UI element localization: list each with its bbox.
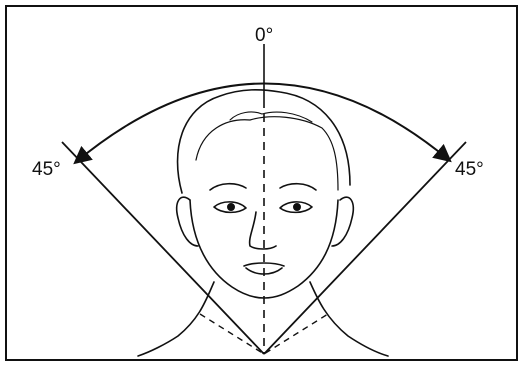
neck-left [138, 282, 214, 356]
left-pupil [228, 204, 234, 210]
rotation-arc [76, 83, 449, 162]
head-illustration [138, 90, 388, 356]
left-eyebrow [210, 184, 246, 190]
figure-border [6, 6, 517, 360]
hair-inner [196, 117, 338, 190]
right-pupil [294, 204, 300, 210]
upper-lip [244, 263, 284, 266]
left-ear [177, 197, 198, 246]
right-angle-label: 45° [455, 159, 484, 180]
right-eyebrow [280, 184, 316, 190]
right-45-line [264, 142, 466, 354]
nose [250, 212, 276, 249]
left-angle-label: 45° [32, 159, 61, 180]
center-angle-label: 0° [255, 25, 273, 46]
jaw-dashed-v [200, 314, 328, 354]
left-45-line [62, 142, 264, 354]
